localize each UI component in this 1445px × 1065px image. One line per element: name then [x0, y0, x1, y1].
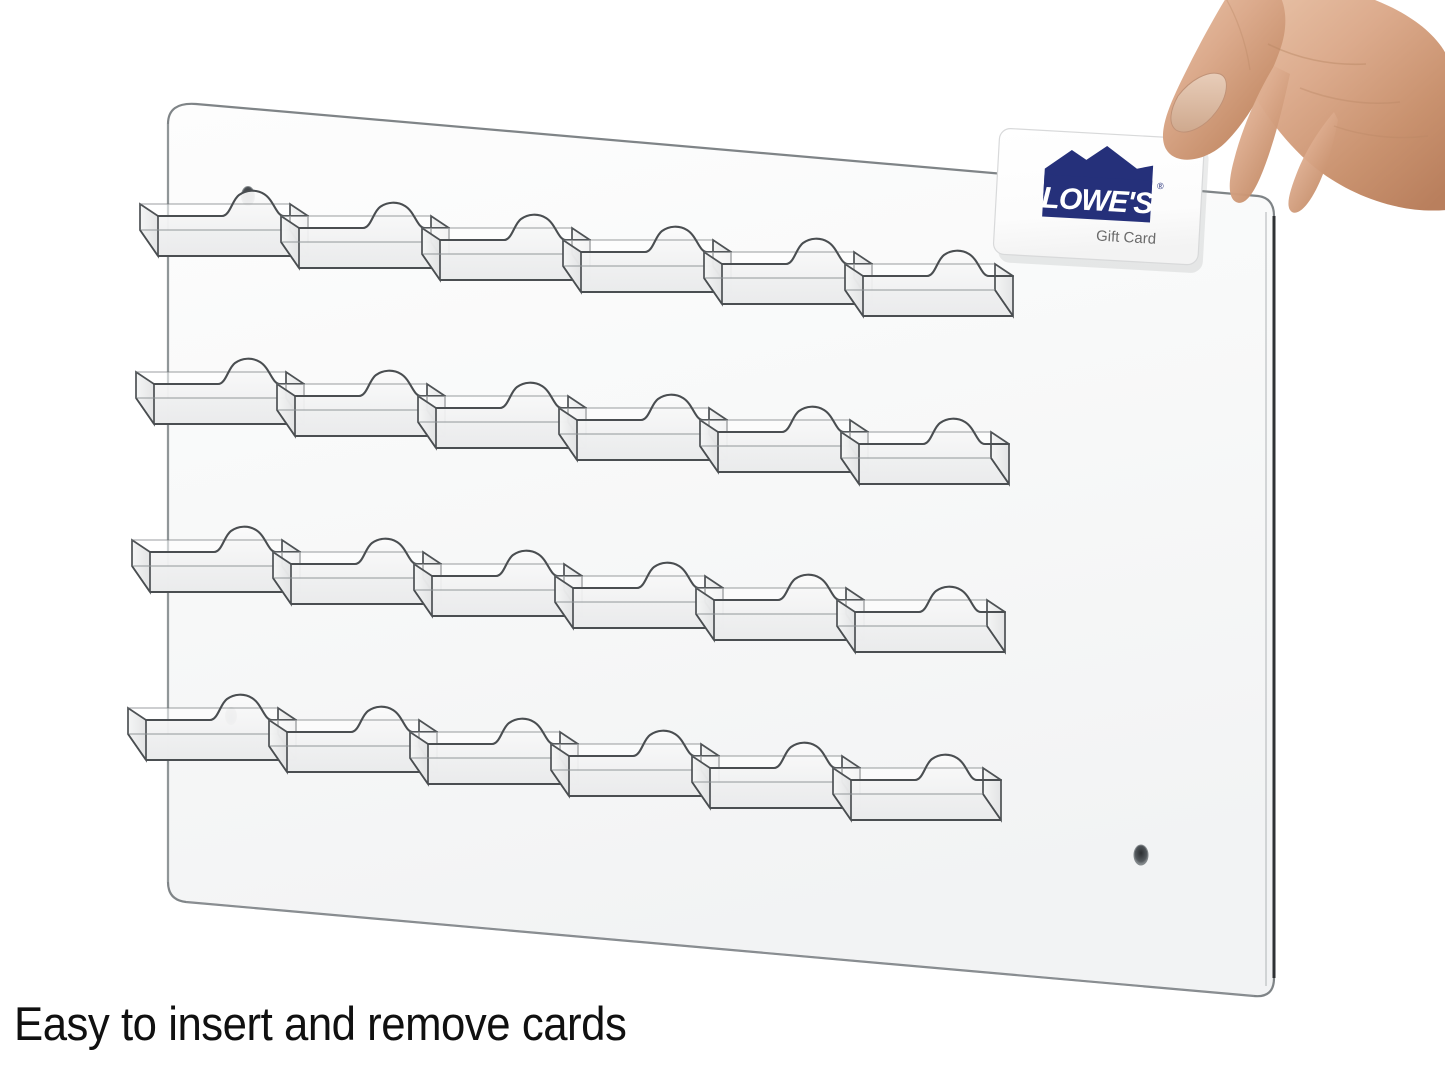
- lowes-logo: LOWE'S ®: [1041, 146, 1165, 223]
- registered-mark-icon: ®: [1157, 181, 1165, 191]
- hand: [1162, 0, 1445, 213]
- caption-text: Easy to insert and remove cards: [14, 997, 627, 1050]
- gift-card-label: Gift Card: [1096, 228, 1157, 248]
- lowes-wordmark: LOWE'S: [1041, 181, 1155, 220]
- mounting-hole-bottom-right: [1133, 844, 1149, 866]
- lowes-gift-card[interactable]: LOWE'S ® Gift Card: [992, 127, 1210, 274]
